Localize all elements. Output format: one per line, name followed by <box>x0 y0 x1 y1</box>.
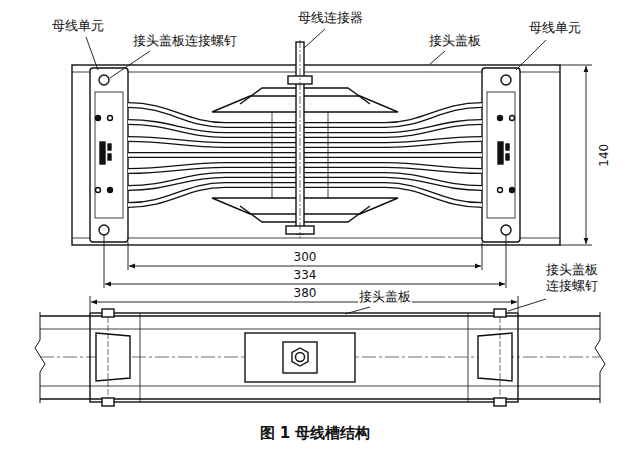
part-label: 接头盖板 连接螺钉 <box>542 262 602 293</box>
part-label: 接头盖板连接螺钉 <box>132 33 238 49</box>
figure-caption: 图 1 母线槽结构 <box>260 424 371 443</box>
part-label: 接头盖板 <box>358 289 412 305</box>
part-label: 母线连接器 <box>297 10 364 26</box>
dimension-value: 380 <box>293 286 318 300</box>
dimension-value: 300 <box>293 250 318 264</box>
part-label: 母线单元 <box>528 20 582 36</box>
part-label: 母线单元 <box>51 18 105 34</box>
part-label: 接头盖板 <box>428 33 482 49</box>
dimension-value: 334 <box>293 268 318 282</box>
dimension-value: 140 <box>597 143 611 168</box>
